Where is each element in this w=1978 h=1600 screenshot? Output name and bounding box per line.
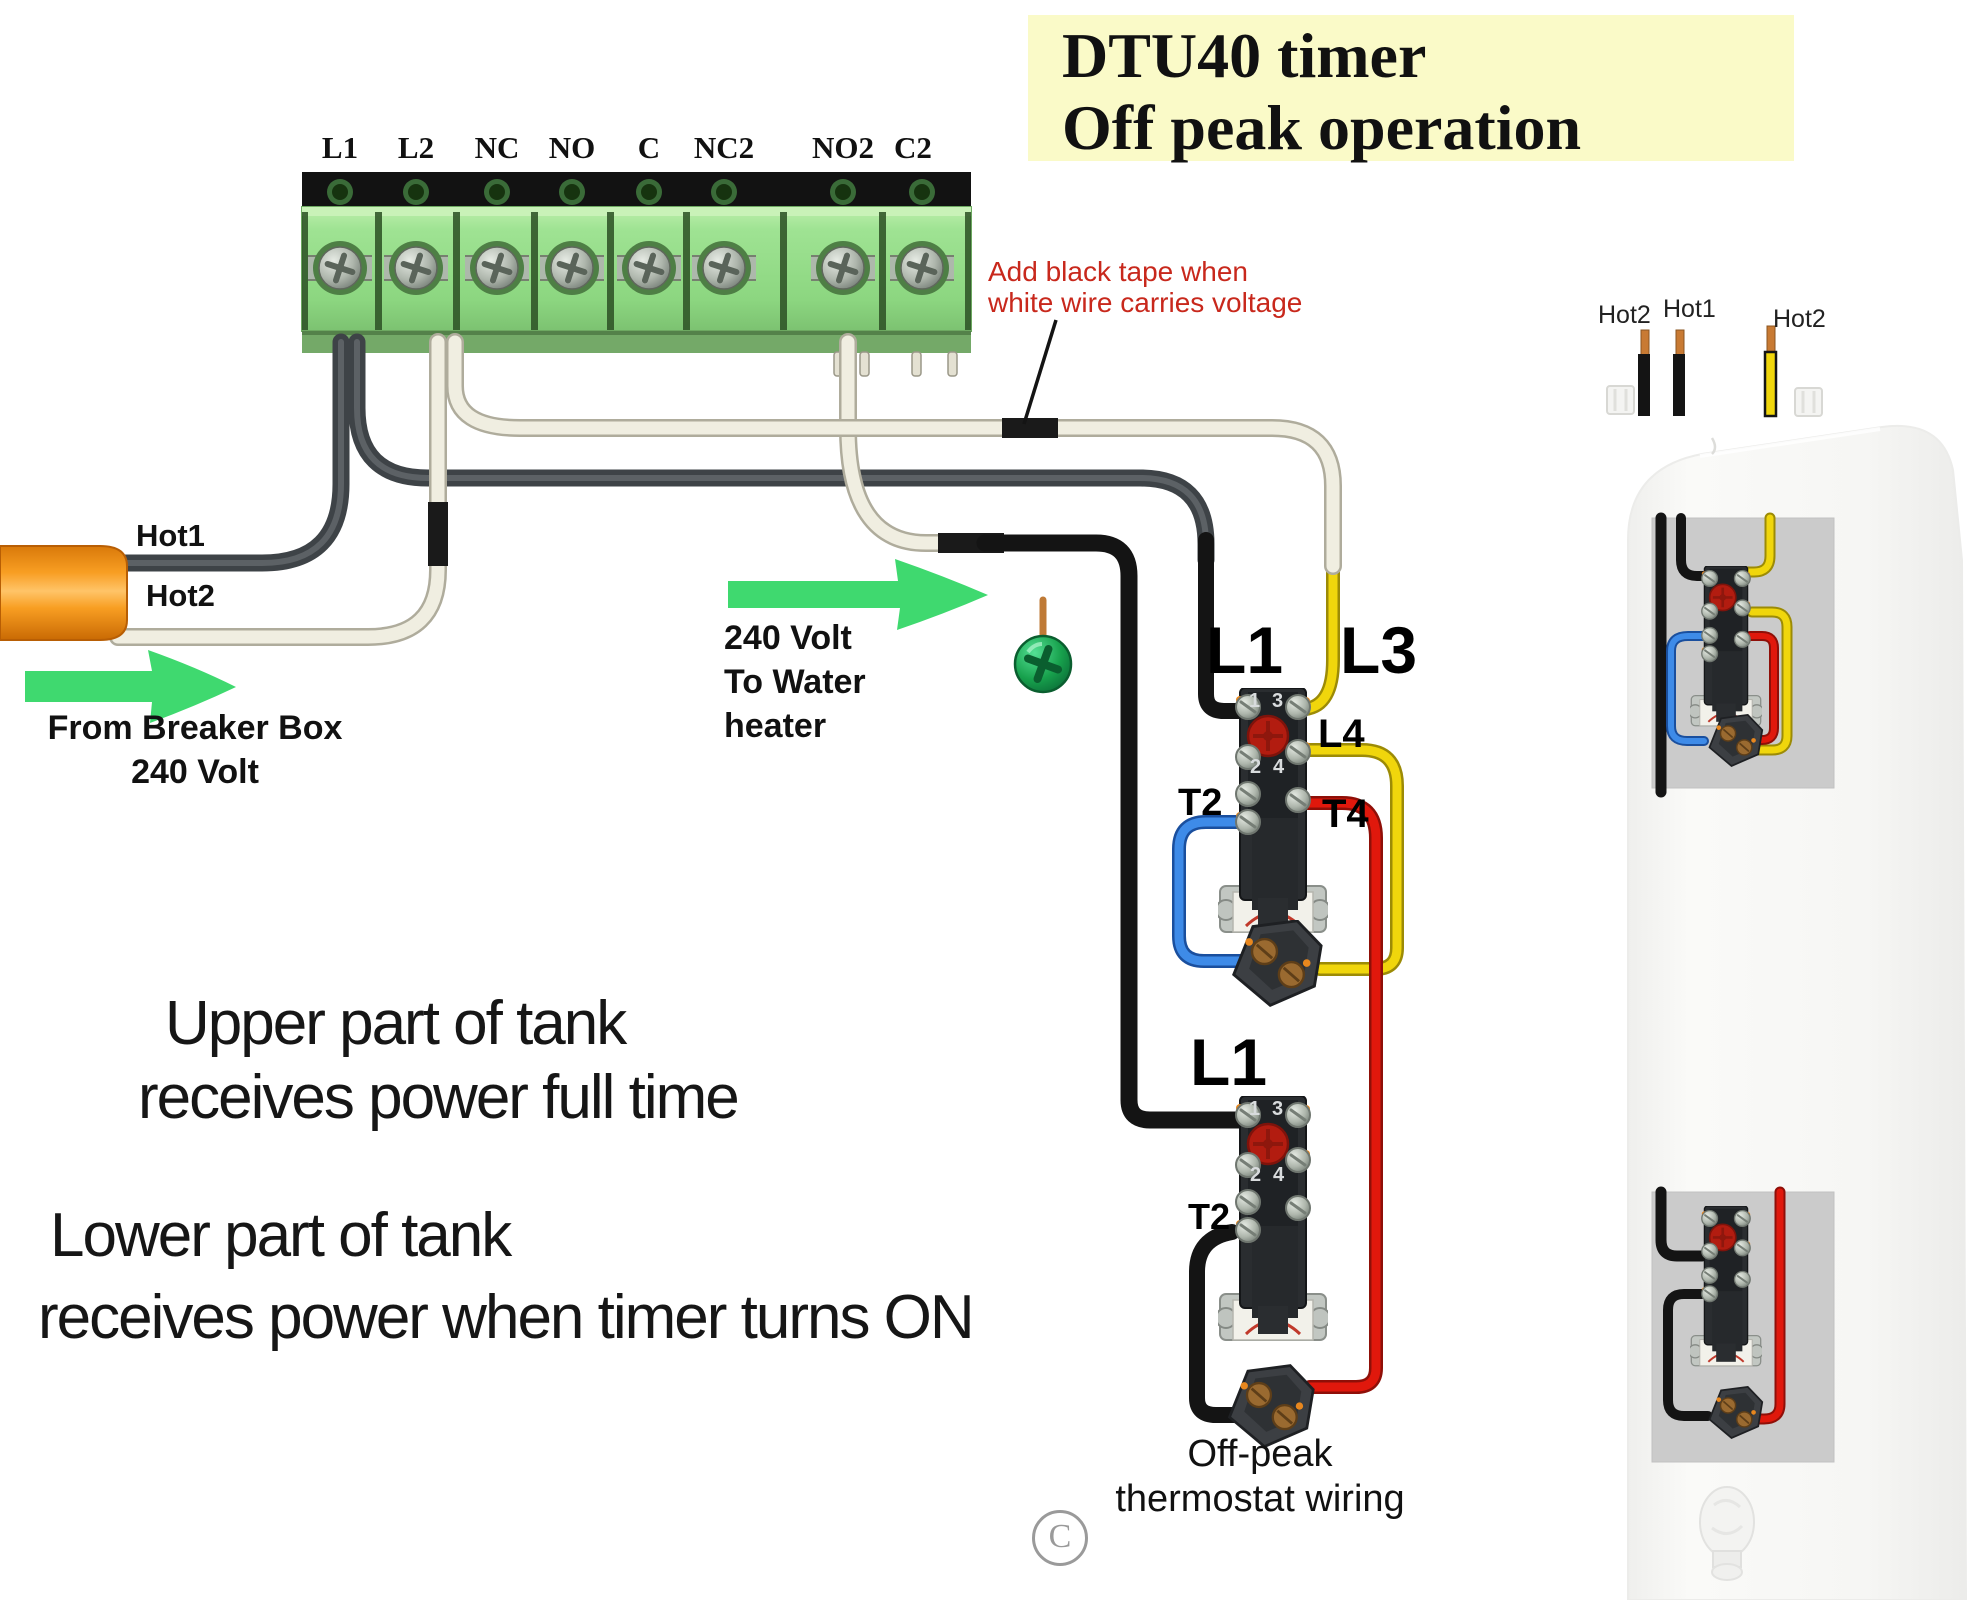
label-lower-L1: L1 (1190, 1025, 1268, 1099)
tank-label-hot2-right: Hot2 (1773, 305, 1826, 333)
label-lower-T2: T2 (1188, 1196, 1231, 1237)
copyright-mark: C (1032, 1510, 1088, 1566)
upper-heating-element (1232, 920, 1323, 1007)
offpeak-caption-line2: thermostat wiring (1115, 1478, 1405, 1520)
terminal-label-NO: NO (548, 130, 596, 165)
terminal-label-NC2: NC2 (693, 130, 755, 165)
tape-note-line1: Add black tape when (988, 256, 1248, 287)
cable-clip-right (1794, 387, 1823, 417)
terminal-wire-stubs (833, 351, 958, 377)
offpeak-caption: Off-peak thermostat wiring (1080, 1432, 1440, 1522)
label-upper-L3: L3 (1340, 613, 1418, 687)
terminal-label-L1: L1 (321, 130, 359, 165)
cable-clip-left (1606, 385, 1635, 415)
heater-arrow (728, 559, 988, 630)
upper-thermo-num-4: 4 (1273, 756, 1285, 778)
ground-screw (1013, 596, 1073, 694)
lower-panel-wires (1655, 1186, 1786, 1425)
title-line2: Off peak operation (1062, 92, 1582, 163)
upper-tank-note-line2: receives power full time (138, 1063, 740, 1132)
terminal-label-C2: C2 (894, 130, 932, 165)
lower-thermo-num-2: 2 (1250, 1164, 1262, 1186)
wire-black-to-upper-thermostat (1198, 532, 1264, 719)
upper-panel-wires (1655, 512, 1793, 798)
lower-thermo-num-4: 4 (1273, 1164, 1285, 1186)
hot1-label: Hot1 (136, 518, 205, 553)
terminal-label-NO2: NO2 (812, 130, 874, 165)
terminal-label-C: C (637, 130, 661, 165)
label-upper-L4: L4 (1318, 712, 1365, 756)
breaker-cable (0, 545, 128, 641)
label-upper-T4: T4 (1322, 792, 1369, 836)
terminal-label-NC: NC (474, 130, 520, 165)
title-box: DTU40 timer Off peak operation (1028, 15, 1794, 163)
heater-note-line2: To Water (724, 663, 866, 701)
heater-note-line1: 240 Volt (724, 619, 852, 657)
title-line1: DTU40 timer (1062, 20, 1427, 91)
heater-note: 240 Volt To Water heater (724, 616, 866, 748)
terminal-screws (307, 241, 955, 295)
wire-yellow-L4 (1301, 743, 1404, 976)
tank-feed-wires (1606, 325, 1823, 418)
upper-thermo-num-3: 3 (1272, 690, 1284, 712)
offpeak-caption-line1: Off-peak (1187, 1433, 1333, 1475)
label-upper-L1: L1 (1206, 613, 1284, 687)
lower-tank-note-line1: Lower part of tank (50, 1201, 512, 1270)
drain-valve-bulb (1699, 1486, 1755, 1581)
breaker-arrow (25, 650, 236, 723)
timer-terminal-block (301, 172, 972, 377)
wire-gray-feed (348, 333, 1215, 569)
terminal-label-L2: L2 (397, 130, 435, 165)
lower-thermostat (1218, 1096, 1328, 1342)
hot2-label: Hot2 (146, 578, 215, 613)
tank-label-hot2-left: Hot2 (1598, 301, 1651, 329)
tape-note: Add black tape when white wire carries v… (988, 256, 1302, 318)
label-upper-T2: T2 (1178, 782, 1223, 824)
wire-black-T2-lower (1189, 1224, 1260, 1423)
tank-label-hot1: Hot1 (1663, 295, 1716, 323)
lower-thermo-num-1: 1 (1249, 1098, 1261, 1120)
heater-note-line3: heater (724, 707, 827, 745)
breaker-note-line2: 240 Volt (131, 753, 259, 791)
tape-note-leader (1022, 319, 1058, 425)
breaker-note: From Breaker Box 240 Volt (15, 706, 375, 794)
lower-tank-note-line2: receives power when timer turns ON (38, 1283, 975, 1352)
lower-thermo-num-3: 3 (1272, 1098, 1284, 1120)
upper-tank-note-line1: Upper part of tank (165, 989, 627, 1058)
upper-thermo-num-2: 2 (1250, 756, 1262, 778)
breaker-note-line1: From Breaker Box (47, 709, 343, 747)
wire-black-feed-lower (976, 534, 1257, 1129)
upper-thermo-num-1: 1 (1249, 690, 1261, 712)
tape-note-line2: white wire carries voltage (988, 287, 1303, 318)
